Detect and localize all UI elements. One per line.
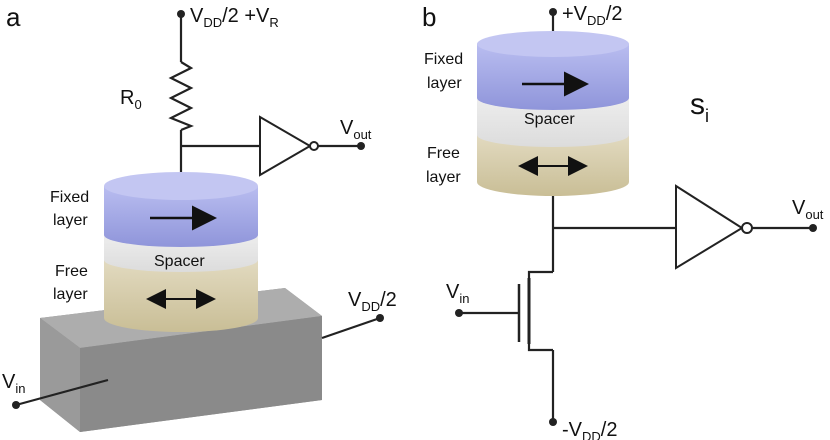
mtj-pillar-b (477, 31, 629, 196)
panel-a: a VDD/2 +VR R0 Vout (2, 2, 397, 432)
vout-terminal-a (357, 142, 365, 150)
panel-a-letter: a (6, 2, 21, 32)
supply-neg-terminal-b (549, 418, 557, 426)
spacer-label-a: Spacer (154, 253, 205, 270)
mtj-pillar-a (104, 172, 258, 332)
panel-b-letter: b (422, 2, 436, 32)
fixed-label-a-1: Fixed (50, 189, 89, 206)
resistor-zigzag (168, 61, 194, 132)
vdd-half-terminal-a (376, 314, 384, 322)
spacer-label-b: Spacer (524, 111, 575, 128)
wire-vdd-half-a (321, 316, 381, 340)
free-label-a-2: layer (53, 286, 88, 303)
vdd-half-label-a: VDD/2 (348, 289, 397, 314)
supply-pos-label-b: +VDD/2 (562, 3, 623, 28)
s-i-label: si (690, 88, 709, 126)
vin-terminal-b (455, 309, 463, 317)
vout-terminal-b (809, 224, 817, 232)
free-label-a-1: Free (55, 263, 88, 280)
free-label-b-1: Free (427, 145, 460, 162)
substrate-left-face (40, 318, 80, 432)
wire-vin-a (15, 378, 109, 407)
fixed-label-b-1: Fixed (424, 51, 463, 68)
fixed-layer-b-top (477, 31, 629, 57)
supply-neg-label-b: -VDD/2 (562, 419, 617, 440)
fixed-layer-a (104, 186, 258, 247)
fixed-label-a-2: layer (53, 212, 88, 229)
panel-b: b +VDD/2 Fixed layer Spacer Free layer s… (422, 2, 824, 440)
supply-label-a: VDD/2 +VR (190, 5, 279, 30)
inverter-b-bubble (741, 222, 753, 234)
substrate-front-face (80, 316, 322, 432)
transistor (517, 270, 553, 352)
fixed-layer-a-top (104, 172, 258, 200)
spacer-b (477, 98, 629, 147)
inverter-a-bubble (309, 141, 319, 151)
transistor-channel-wire (527, 270, 553, 352)
resistor-label: R0 (120, 87, 142, 112)
inverter-a (259, 115, 312, 177)
vout-label-a: Vout (340, 117, 372, 142)
inverter-b (675, 184, 744, 270)
vout-label-b: Vout (792, 197, 824, 222)
vin-label-a: Vin (2, 371, 25, 396)
fixed-layer-b (477, 44, 629, 110)
free-label-b-2: layer (426, 169, 461, 186)
vin-terminal-a (12, 401, 20, 409)
fixed-label-b-2: layer (427, 75, 462, 92)
vin-label-b: Vin (446, 281, 469, 306)
